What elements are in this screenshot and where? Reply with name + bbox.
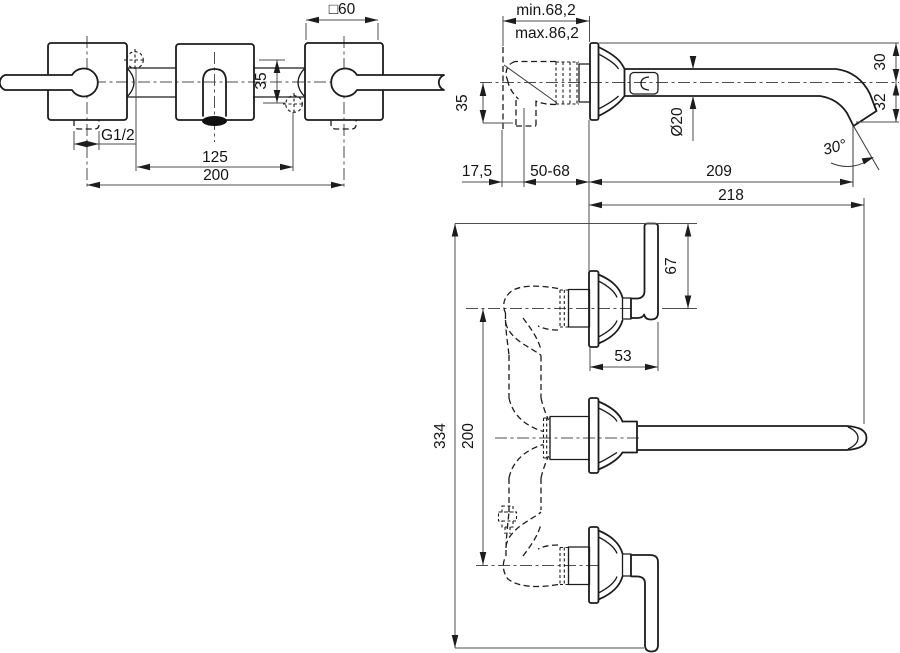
dim-embed-range: 50-68 [530, 163, 570, 180]
inlet-connection-right [283, 93, 305, 115]
left-inlet-port [73, 120, 100, 130]
concealed-body-side [502, 47, 579, 130]
dim-below-axis: 32 [872, 93, 889, 110]
dim-above-axis: 30 [872, 53, 889, 71]
top-valve-union [559, 288, 591, 328]
cartridge-detail [629, 71, 659, 95]
bottom-valve-union [559, 546, 591, 586]
dim-spout-diameter: Ø20 [669, 107, 686, 137]
left-lever-handle [0, 67, 99, 98]
dim-spout-reach: 209 [706, 163, 732, 180]
dim-total-reach: 218 [718, 187, 744, 204]
spout-tube [623, 68, 878, 127]
bottom-lever-plan [630, 554, 659, 653]
spout-front-outline [202, 68, 227, 117]
side-view: min.68,2 max.86,2 35 Ø20 30 32 17,5 50-6… [454, 2, 900, 209]
dim-spout-angle: 30° [821, 136, 848, 158]
union-collar [578, 63, 591, 103]
inlet-connection-left [124, 49, 146, 71]
dim-inlet-drop: 35 [454, 94, 471, 111]
plan-view: 218 67 53 334 200 [432, 187, 868, 653]
dim-lever-length: 67 [663, 257, 680, 274]
dim-inlet-offset: 35 [253, 72, 270, 89]
dim-escutcheon-square: □60 [329, 1, 356, 18]
spout-union [542, 415, 590, 461]
g12-fitting-plan [497, 505, 518, 534]
concealed-body-plan [497, 285, 559, 588]
dim-total-width: 334 [432, 423, 449, 449]
spout-flange-plan [588, 397, 600, 474]
spout-outlet [202, 116, 227, 126]
dim-thread-size: G1/2 [101, 127, 135, 144]
right-inlet-port [330, 120, 357, 130]
dim-handle-projection: 53 [614, 348, 631, 365]
dim-inlet-spacing: 125 [202, 149, 228, 166]
dim-handle-spacing-front: 200 [203, 167, 229, 184]
spout-tube-plan [621, 420, 868, 454]
top-lever-plan [630, 222, 659, 321]
right-lever-handle [330, 67, 445, 98]
dim-wall-offset: 17,5 [462, 163, 492, 180]
dim-depth-max: max.86,2 [515, 25, 579, 42]
dim-depth-min: min.68,2 [516, 2, 575, 19]
bottom-handle-hub [621, 553, 632, 577]
front-view: □60 35 G1/2 125 200 [0, 1, 445, 189]
spout-wall-flange [589, 42, 600, 121]
dim-handle-spacing-plan: 200 [460, 423, 477, 449]
